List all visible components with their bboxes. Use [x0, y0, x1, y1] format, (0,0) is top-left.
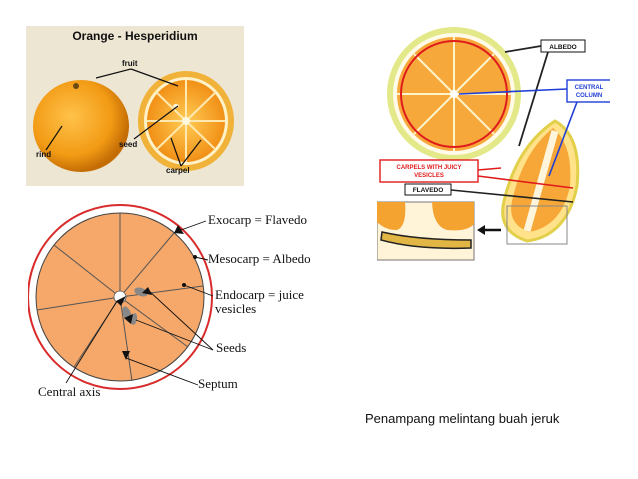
orange-photo-illustration: Orange - Hesperidium fruit rind seed car… [26, 26, 244, 186]
inset-arrow [477, 225, 501, 235]
label-endocarp-line2: vesicles [215, 301, 256, 316]
labeled-diagram-svg: Exocarp = Flavedo Mesocarp = Albedo Endo… [28, 204, 311, 399]
orange-hesperidium-photo: Orange - Hesperidium fruit rind seed car… [26, 26, 244, 186]
label-carpels-line1: CARPELS WITH JUICY [396, 165, 461, 171]
label-mesocarp: Mesocarp = Albedo [208, 251, 311, 266]
whole-orange [33, 80, 129, 172]
label-seeds: Seeds [216, 340, 246, 355]
orange-cross-section-diagram: Exocarp = Flavedo Mesocarp = Albedo Endo… [28, 200, 336, 405]
cross-section-illustration: ALBEDO CENTRAL COLUMN CARPELS WITH JUICY… [377, 27, 610, 261]
label-central-column-line2: COLUMN [576, 93, 602, 99]
diagram-leader-lines [65, 220, 214, 386]
label-carpels-line2: VESICLES [414, 173, 444, 179]
label-exocarp: Exocarp = Flavedo [208, 212, 307, 227]
label-central-column-line1: CENTRAL [575, 85, 604, 91]
label-central-axis: Central axis [38, 384, 100, 399]
orange-cross-section-photo: ALBEDO CENTRAL COLUMN CARPELS WITH JUICY… [377, 26, 610, 262]
carpel-outline [400, 40, 508, 148]
diagram-markers [116, 225, 197, 360]
label-rind: rind [36, 150, 51, 159]
slide-caption: Penampang melintang buah jeruk [365, 411, 560, 426]
photo-pointer-lines [45, 68, 202, 167]
label-fruit: fruit [122, 59, 138, 68]
section-pointer-lines [450, 45, 578, 203]
label-carpel: carpel [166, 166, 190, 175]
label-seed: seed [119, 140, 137, 149]
photo-title: Orange - Hesperidium [72, 29, 197, 43]
label-flavedo: FLAVEDO [413, 187, 444, 194]
label-albedo: ALBEDO [549, 44, 576, 51]
label-septum: Septum [198, 376, 238, 391]
septum-lines [36, 213, 204, 382]
label-endocarp-line1: Endocarp = juice [215, 287, 304, 302]
